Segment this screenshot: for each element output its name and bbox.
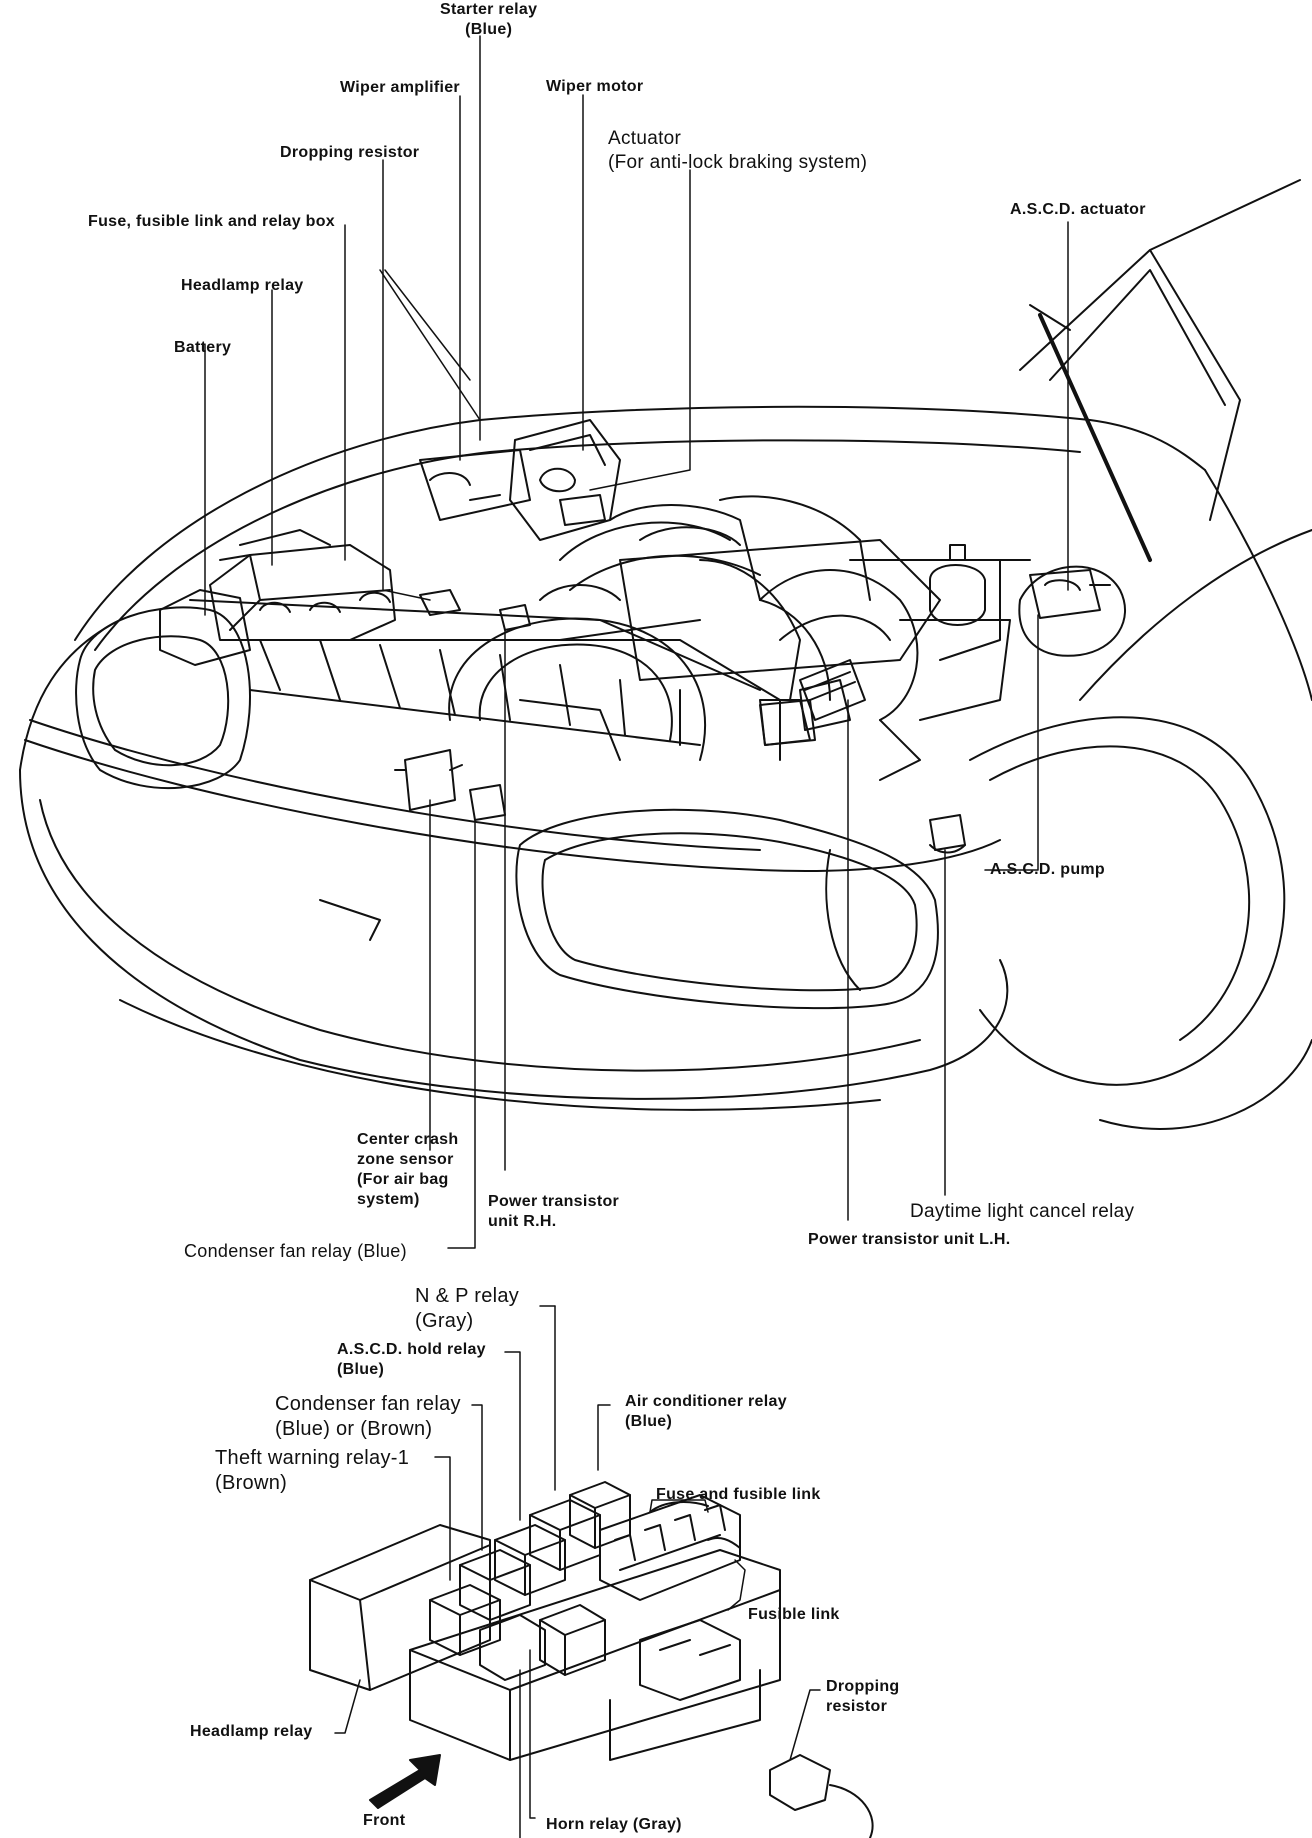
label-headlamp-relay-box: Headlamp relay [190,1723,313,1740]
label-power-transistor-rh-line2: unit R.H. [488,1213,557,1230]
label-center-crash-line3: (For air bag [357,1171,449,1188]
label-theft-warning-relay: Theft warning relay-1 (Brown) [215,1446,409,1496]
leader-lines-engine [204,35,1069,1249]
leader-lines-relay [334,1305,821,1838]
label-condenser-fan-relay-box: Condenser fan relay (Blue) or (Brown) [275,1392,461,1442]
label-condenser-fan-relay-box-line1: Condenser fan relay [275,1393,461,1415]
label-front: Front [363,1812,406,1829]
label-np-relay: N & P relay (Gray) [415,1284,519,1334]
label-power-transistor-lh: Power transistor unit L.H. [808,1231,1011,1248]
label-fusible-link: Fusible link [748,1606,840,1623]
label-actuator-line1: Actuator [608,128,682,149]
label-starter-relay-line1: Starter relay [440,1,538,18]
engine-assembly [189,419,1126,781]
label-dropping-resistor-box-line1: Dropping [826,1678,900,1695]
label-center-crash-line2: zone sensor [357,1151,454,1168]
label-ascd-hold-relay-line1: A.S.C.D. hold relay [337,1341,486,1358]
label-battery: Battery [174,339,232,356]
label-air-conditioner-relay-line1: Air conditioner relay [625,1393,787,1410]
label-theft-warning-relay-line2: (Brown) [215,1472,288,1494]
label-power-transistor-rh: Power transistor unit R.H. [488,1192,619,1232]
engine-fuse-box [159,529,966,854]
label-air-conditioner-relay-line2: (Blue) [625,1413,673,1430]
label-theft-warning-relay-line1: Theft warning relay-1 [215,1447,410,1469]
label-headlamp-relay: Headlamp relay [181,277,304,294]
label-dropping-resistor-box-line2: resistor [826,1698,888,1715]
label-starter-relay-line2: (Blue) [465,21,513,38]
label-horn-relay: Horn relay (Gray) [546,1816,682,1833]
label-center-crash-line4: system) [357,1191,420,1208]
label-wiper-amplifier: Wiper amplifier [340,79,460,96]
label-actuator: Actuator (For anti-lock braking system) [608,127,867,175]
label-ascd-pump: A.S.C.D. pump [990,861,1106,878]
label-dropping-resistor-box: Dropping resistor [826,1677,900,1717]
label-condenser-fan-relay: Condenser fan relay (Blue) [184,1241,407,1261]
label-fuse-box: Fuse, fusible link and relay box [88,213,335,230]
label-starter-relay: Starter relay (Blue) [440,0,537,40]
label-np-relay-line1: N & P relay [415,1285,520,1307]
label-power-transistor-rh-line1: Power transistor [488,1193,620,1210]
label-condenser-fan-relay-box-line2: (Blue) or (Brown) [275,1418,433,1440]
label-actuator-line2: (For anti-lock braking system) [608,151,868,173]
label-wiper-motor: Wiper motor [546,78,644,95]
label-fuse-and-fusible-link: Fuse and fusible link [656,1486,821,1503]
label-center-crash-line1: Center crash [357,1131,459,1148]
label-ascd-hold-relay: A.S.C.D. hold relay (Blue) [337,1340,486,1380]
label-daytime-light-cancel-relay: Daytime light cancel relay [910,1201,1135,1222]
car-body-outline [19,179,1312,1130]
label-ascd-actuator: A.S.C.D. actuator [1010,201,1146,218]
label-np-relay-line2: (Gray) [415,1310,474,1332]
label-center-crash-sensor: Center crash zone sensor (For air bag sy… [357,1130,458,1210]
label-ascd-hold-relay-line2: (Blue) [337,1361,385,1378]
label-air-conditioner-relay: Air conditioner relay (Blue) [625,1392,787,1432]
label-dropping-resistor: Dropping resistor [280,144,420,161]
relay-box-detail [309,1481,874,1838]
